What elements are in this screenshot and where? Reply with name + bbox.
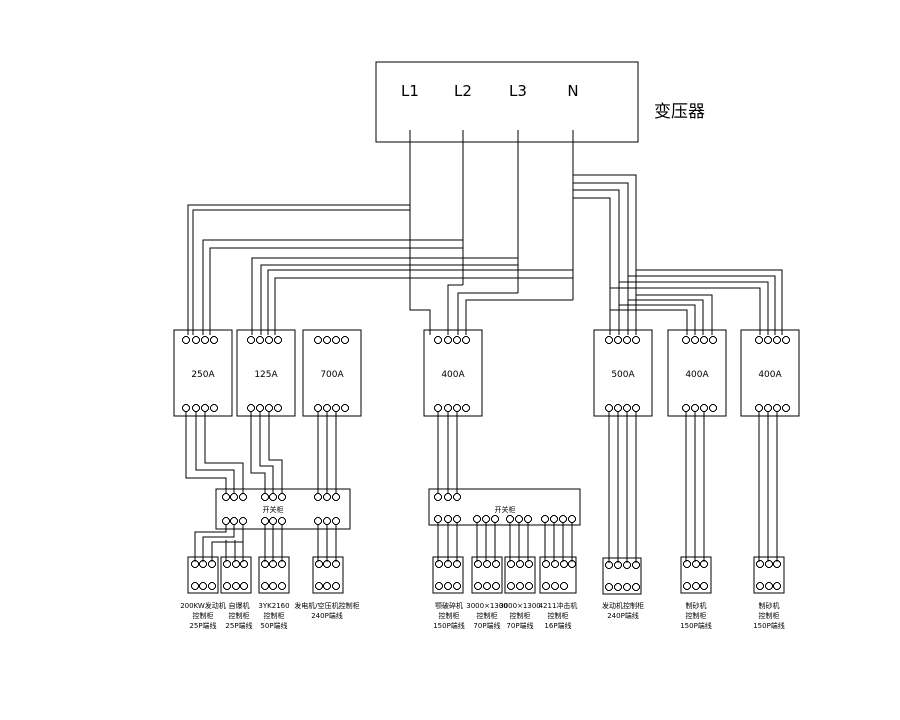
load-label-line: 发电机/空压机控制柜 bbox=[294, 601, 359, 610]
load-label-line: 150P端线 bbox=[433, 621, 465, 630]
load-label-line: 150P端线 bbox=[680, 621, 712, 630]
load-label-line: 控制柜 bbox=[439, 611, 460, 620]
load-label-line: 自爆机 bbox=[229, 601, 250, 610]
load-label-1: 200KW发动机 控制柜 25P端线 bbox=[180, 601, 226, 630]
load-label-line: 240P端线 bbox=[607, 611, 639, 620]
load-label-line: 200KW发动机 bbox=[180, 601, 226, 610]
switch-box-middle bbox=[428, 488, 581, 526]
load-label-line: 3YK2160 bbox=[258, 602, 289, 610]
load-labels: 200KW发动机 控制柜 25P端线 自爆机 控制柜 25P端线 3YK2160… bbox=[180, 601, 785, 630]
breaker-rating-labels: 250A 125A 700A 400A 500A 400A 400A bbox=[191, 370, 782, 380]
breaker-terminals bbox=[182, 336, 790, 412]
load-label-line: 50P端线 bbox=[260, 621, 287, 630]
breaker-rating-2: 125A bbox=[254, 370, 278, 380]
load-label-line: 发动机控制柜 bbox=[602, 601, 644, 610]
load-label-6: 3000×1300 控制柜 70P端线 bbox=[466, 602, 508, 630]
load-label-line: 25P端线 bbox=[225, 621, 252, 630]
load-label-line: 控制柜 bbox=[510, 611, 531, 620]
load-label-line: 控制柜 bbox=[264, 611, 285, 620]
load-label-line: 4211冲击机 bbox=[539, 601, 578, 610]
load-label-line: 颚破碎机 bbox=[435, 601, 463, 610]
breaker-rating-3: 700A bbox=[320, 370, 344, 380]
load-label-line: 16P端线 bbox=[544, 621, 571, 630]
load-label-line: 70P端线 bbox=[506, 621, 533, 630]
switch-box-label-middle: 开关柜 bbox=[495, 505, 516, 514]
wires bbox=[173, 61, 800, 595]
switch-box-left bbox=[215, 488, 351, 530]
load-label-4: 发电机/空压机控制柜 240P端线 bbox=[294, 601, 359, 620]
terminal-label-l3: L3 bbox=[509, 82, 527, 100]
load-label-line: 控制柜 bbox=[477, 611, 498, 620]
terminal-label-n: N bbox=[567, 82, 578, 100]
breaker-box-1 bbox=[173, 329, 233, 417]
transformer-terminal-labels: L1 L2 L3 N bbox=[401, 82, 579, 100]
breaker-box-2 bbox=[236, 329, 296, 417]
load-label-line: 3000×1300 bbox=[499, 602, 541, 610]
load-label-10: 制砂机 控制柜 150P端线 bbox=[680, 601, 712, 630]
load-boxes bbox=[187, 556, 785, 595]
breaker-rating-7: 400A bbox=[758, 370, 782, 380]
load-label-2: 自爆机 控制柜 25P端线 bbox=[225, 601, 252, 630]
terminal-label-l1: L1 bbox=[401, 82, 419, 100]
switch-box-label-left: 开关柜 bbox=[263, 505, 284, 514]
breaker-box-3 bbox=[302, 329, 362, 417]
load-terminals bbox=[191, 560, 781, 591]
load-label-line: 控制柜 bbox=[193, 611, 214, 620]
load-label-7: 3000×1300 控制柜 70P端线 bbox=[499, 602, 541, 630]
load-label-line: 控制柜 bbox=[229, 611, 250, 620]
breaker-rating-5: 500A bbox=[611, 370, 635, 380]
load-label-11: 制砂机 控制柜 150P端线 bbox=[753, 601, 785, 630]
breaker-box-4 bbox=[423, 329, 483, 417]
breaker-rating-1: 250A bbox=[191, 370, 215, 380]
load-label-line: 制砂机 bbox=[686, 601, 707, 610]
load-label-5: 颚破碎机 控制柜 150P端线 bbox=[433, 601, 465, 630]
load-label-line: 70P端线 bbox=[473, 621, 500, 630]
breaker-box-6 bbox=[667, 329, 727, 417]
load-label-line: 控制柜 bbox=[686, 611, 707, 620]
load-label-line: 控制柜 bbox=[548, 611, 569, 620]
breaker-rating-6: 400A bbox=[685, 370, 709, 380]
load-label-line: 240P端线 bbox=[311, 611, 343, 620]
transformer-box bbox=[375, 61, 639, 143]
terminal-label-l2: L2 bbox=[454, 82, 472, 100]
load-label-9: 发动机控制柜 240P端线 bbox=[602, 601, 644, 620]
breaker-box-5 bbox=[593, 329, 653, 417]
load-label-line: 控制柜 bbox=[759, 611, 780, 620]
load-label-8: 4211冲击机 控制柜 16P端线 bbox=[539, 601, 578, 630]
load-label-line: 制砂机 bbox=[759, 601, 780, 610]
transformer-title: 变压器 bbox=[654, 102, 705, 122]
breaker-rating-4: 400A bbox=[441, 370, 465, 380]
breaker-box-7 bbox=[740, 329, 800, 417]
load-label-line: 3000×1300 bbox=[466, 602, 508, 610]
load-label-line: 25P端线 bbox=[189, 621, 216, 630]
load-label-line: 150P端线 bbox=[753, 621, 785, 630]
load-label-3: 3YK2160 控制柜 50P端线 bbox=[258, 602, 289, 630]
